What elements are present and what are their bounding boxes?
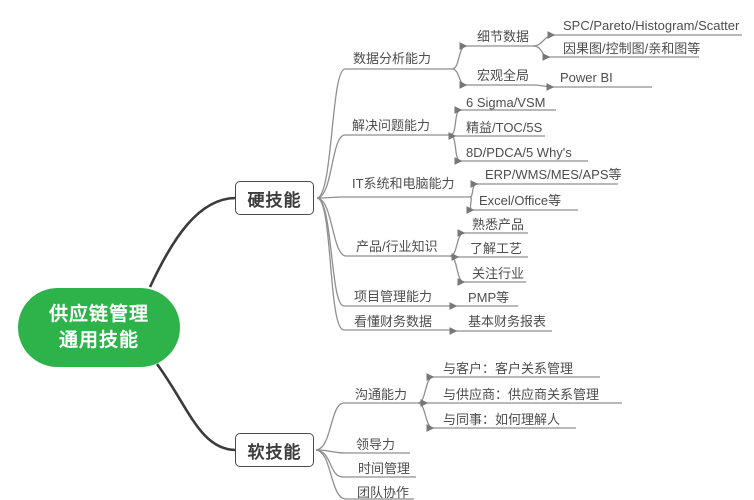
topic-erp-wms[interactable]: ERP/WMS/MES/APS等 — [485, 167, 622, 182]
root-topic[interactable]: 供应链管理 通用技能 — [18, 288, 180, 367]
topic-power-bi[interactable]: Power BI — [560, 70, 613, 85]
topic-basic-statements[interactable]: 基本财务报表 — [468, 314, 547, 329]
topic-financial-data[interactable]: 看懂财务数据 — [354, 314, 433, 329]
topic-excel-office[interactable]: Excel/Office等 — [479, 193, 562, 208]
topic-teamwork[interactable]: 团队协作 — [357, 485, 410, 500]
trunk-connectors — [148, 196, 237, 452]
topic-with-colleagues[interactable]: 与同事：如何理解人 — [443, 412, 561, 427]
root-topic-line2: 通用技能 — [58, 329, 139, 351]
topic-project-mgmt[interactable]: 项目管理能力 — [354, 289, 433, 304]
topic-communication[interactable]: 沟通能力 — [355, 387, 408, 402]
topic-six-sigma-vsm[interactable]: 6 Sigma/VSM — [466, 95, 546, 110]
topic-spc-tools[interactable]: SPC/Pareto/Histogram/Scatter — [563, 18, 740, 33]
soft-skills-node[interactable]: 软技能 — [235, 433, 314, 467]
hard-branch-connectors — [316, 31, 742, 335]
topic-pmp[interactable]: PMP等 — [468, 290, 510, 305]
topic-lean-toc-5s[interactable]: 精益/TOC/5S — [466, 120, 543, 135]
topic-product-industry[interactable]: 产品/行业知识 — [356, 239, 438, 254]
topic-macro-view[interactable]: 宏观全局 — [477, 68, 530, 83]
topic-8d-pdca[interactable]: 8D/PDCA/5 Why's — [466, 145, 572, 160]
topic-leadership[interactable]: 领导力 — [356, 437, 396, 452]
topic-time-mgmt[interactable]: 时间管理 — [358, 461, 411, 476]
topic-data-analysis[interactable]: 数据分析能力 — [353, 51, 432, 66]
topic-it-systems[interactable]: IT系统和电脑能力 — [352, 176, 455, 191]
topic-problem-solving[interactable]: 解决问题能力 — [352, 118, 431, 133]
topic-detail-data[interactable]: 细节数据 — [477, 29, 530, 44]
topic-follow-industry[interactable]: 关注行业 — [472, 266, 525, 281]
topic-with-suppliers[interactable]: 与供应商：供应商关系管理 — [443, 387, 600, 402]
topic-qc-diagrams[interactable]: 因果图/控制图/亲和图等 — [563, 41, 701, 56]
topic-know-products[interactable]: 熟悉产品 — [472, 217, 525, 232]
topic-know-process[interactable]: 了解工艺 — [470, 241, 523, 256]
root-topic-line1: 供应链管理 — [48, 303, 149, 325]
hard-skills-node[interactable]: 硬技能 — [235, 181, 314, 215]
topic-with-customers[interactable]: 与客户：客户关系管理 — [443, 361, 574, 376]
soft-branch-connectors — [315, 373, 622, 500]
